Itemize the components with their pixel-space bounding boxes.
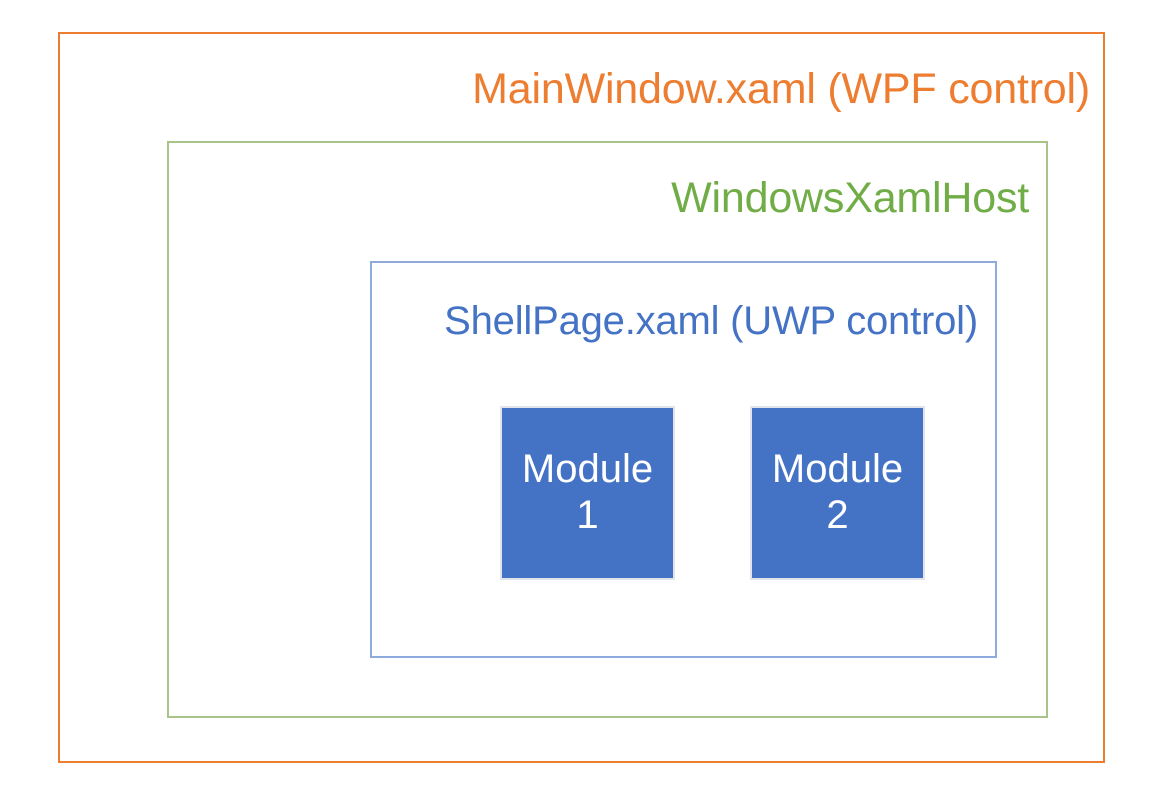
module-1-number: 1 xyxy=(576,493,599,537)
windowsxamlhost-label: WindowsXamlHost xyxy=(671,174,1029,222)
module-1-tile: Module 1 xyxy=(500,406,675,580)
module-2-name: Module xyxy=(771,447,904,492)
mainwindow-boundary-box xyxy=(58,32,1105,763)
shellpage-boundary-box xyxy=(370,261,997,658)
module-2-tile: Module 2 xyxy=(750,406,925,580)
windowsxamlhost-boundary-box xyxy=(167,141,1048,718)
shellpage-label: ShellPage.xaml (UWP control) xyxy=(444,299,978,343)
module-1-name: Module xyxy=(521,447,654,492)
mainwindow-label: MainWindow.xaml (WPF control) xyxy=(472,65,1090,113)
module-2-number: 2 xyxy=(826,493,849,537)
